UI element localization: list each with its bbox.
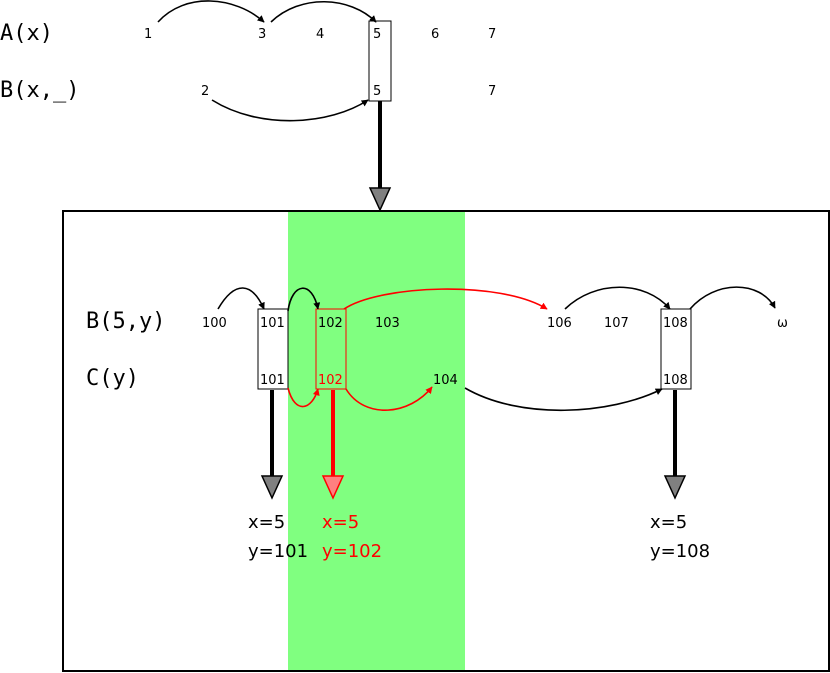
panel-c-value-101: 101 — [260, 373, 285, 388]
panel-arrow-104-to-108 — [464, 387, 663, 412]
top-b-value-7: 7 — [488, 84, 496, 99]
row-label-b-x: B(x,_) — [0, 78, 79, 103]
top-a-value-3: 3 — [258, 27, 266, 42]
top-a-value-6: 6 — [431, 27, 439, 42]
highlight-band — [288, 212, 465, 670]
panel-b-value-101: 101 — [260, 316, 285, 331]
panel-b-value-100: 100 — [202, 316, 227, 331]
result-1-y: y=101 — [248, 541, 308, 562]
panel-b-value-106: 106 — [547, 316, 572, 331]
row-label-a-x: A(x) — [0, 21, 53, 46]
panel-b-value-103: 103 — [375, 316, 400, 331]
top-a-value-5: 5 — [373, 27, 381, 42]
result-1-x: x=5 — [248, 512, 285, 533]
top-arrow-1-to-3 — [157, 0, 265, 23]
top-a-value-1: 1 — [144, 27, 152, 42]
down-arrow-head — [368, 187, 392, 212]
panel-arrow-106-to-108 — [564, 286, 671, 310]
top-a-value-7: 7 — [488, 27, 496, 42]
match-box-102 — [315, 308, 347, 390]
panel-arrow-101-to-102 — [287, 287, 321, 312]
panel-c-value-104: 104 — [433, 373, 458, 388]
panel-b-value-107: 107 — [604, 316, 629, 331]
top-b-value-2: 2 — [201, 84, 209, 99]
panel-c-value-102: 102 — [318, 373, 343, 388]
panel-c-value-108: 108 — [663, 373, 688, 388]
match-box-101 — [257, 308, 289, 390]
top-a-value-4: 4 — [316, 27, 324, 42]
panel-red-arrow-102-to-106 — [343, 288, 548, 310]
panel-red-arrow-101-to-102 — [287, 387, 320, 408]
panel-arrow-108-to-omega — [689, 286, 776, 310]
top-arrow-2-to-5 — [211, 99, 369, 122]
row-label-c-y: C(y) — [86, 366, 139, 391]
result-2-x: x=5 — [322, 512, 359, 533]
panel-b-value-108: 108 — [663, 316, 688, 331]
result-arrow-101-head — [260, 475, 284, 500]
result-3-x: x=5 — [650, 512, 687, 533]
row-label-b-5-y: B(5,y) — [86, 309, 165, 334]
result-3-y: y=108 — [650, 541, 710, 562]
result-arrow-108-head — [663, 475, 687, 500]
panel-arrow-100-to-101 — [217, 287, 265, 310]
top-arrow-3-to-5 — [270, 0, 377, 23]
panel-b-value-102: 102 — [318, 316, 343, 331]
panel-b-value-omega: ω — [777, 316, 788, 331]
result-arrow-102-head — [321, 475, 345, 500]
result-2-y: y=102 — [322, 541, 382, 562]
panel-red-arrow-102-to-104 — [345, 386, 433, 411]
match-box-108 — [660, 308, 692, 390]
top-b-value-5: 5 — [373, 84, 381, 99]
